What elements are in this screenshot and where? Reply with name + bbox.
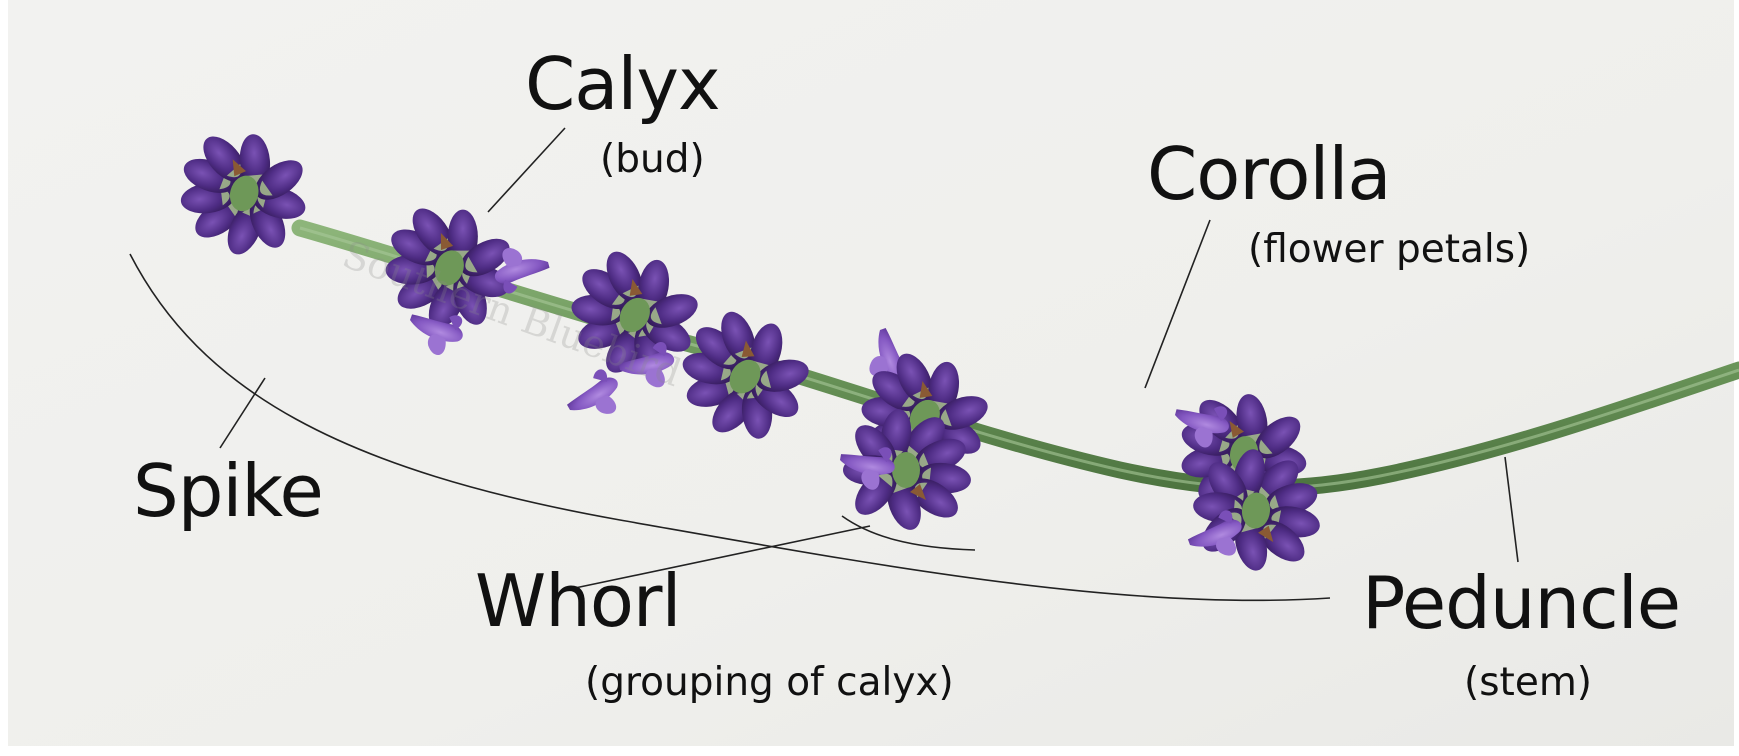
spike-label: Spike (133, 455, 323, 527)
whorl-label: Whorl (475, 565, 680, 637)
calyx-sublabel: (bud) (600, 140, 705, 179)
peduncle-sublabel: (stem) (1464, 663, 1592, 702)
corolla-label: Corolla (1147, 138, 1391, 210)
calyx-label: Calyx (525, 48, 720, 120)
corolla-sublabel: (flower petals) (1248, 230, 1530, 269)
whorl-sublabel: (grouping of calyx) (585, 663, 954, 702)
peduncle-label: Peduncle (1362, 567, 1680, 639)
